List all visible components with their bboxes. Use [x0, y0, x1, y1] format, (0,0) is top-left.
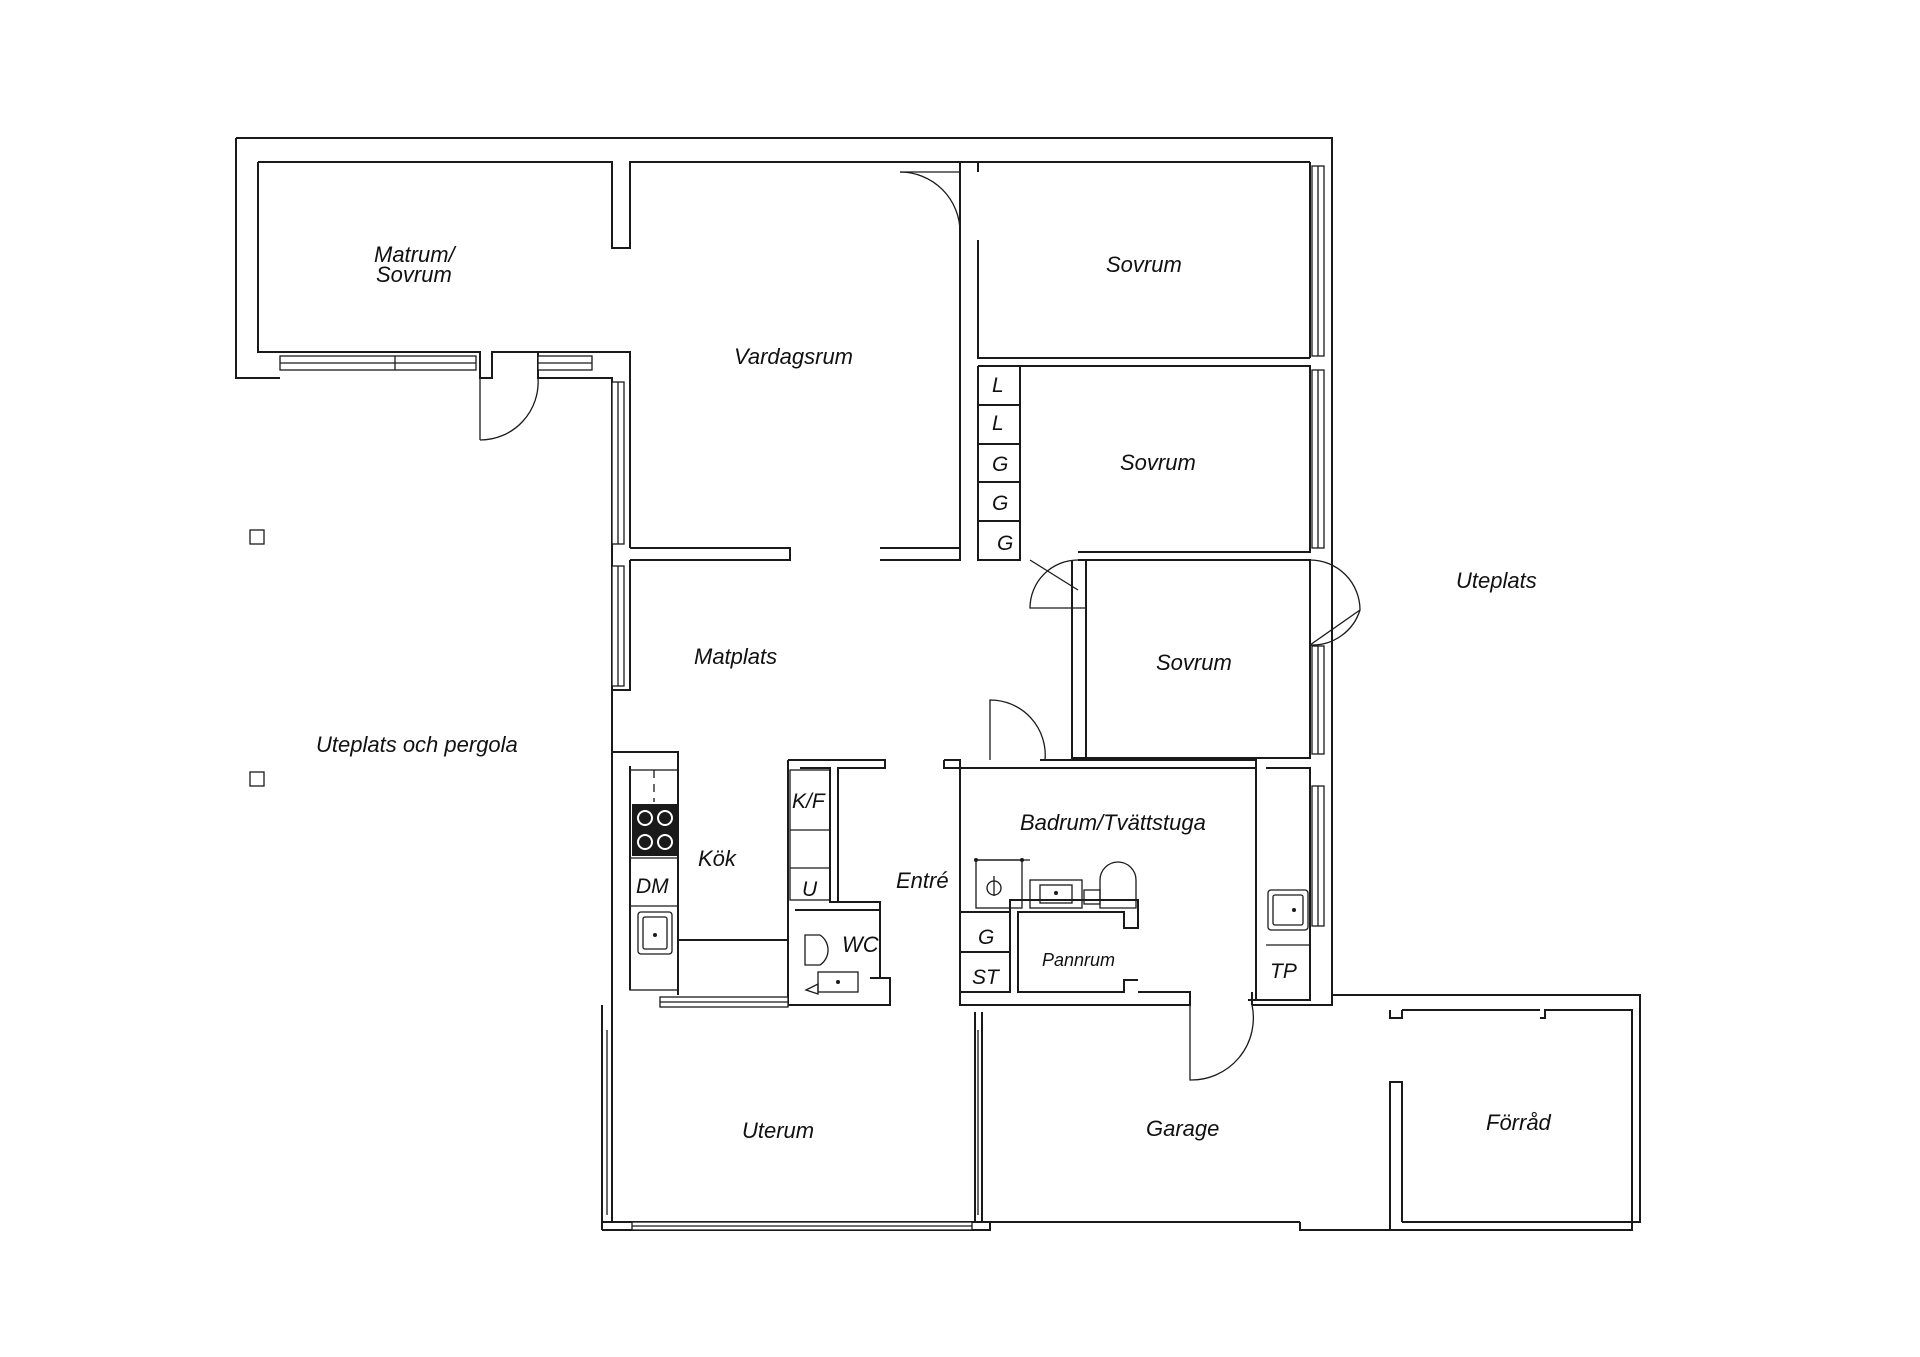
label-garage: Garage: [1146, 1116, 1219, 1141]
door-garage: [1189, 1004, 1255, 1081]
label-uterum: Uterum: [742, 1118, 814, 1143]
label-sovrum-2: Sovrum: [1120, 450, 1196, 475]
label-st: ST: [972, 966, 1001, 989]
windows: [279, 165, 1325, 1231]
label-dm: DM: [636, 875, 669, 898]
fixtures: [249, 529, 1310, 995]
label-closet-l2: L: [992, 412, 1004, 435]
label-vardagsrum: Vardagsrum: [734, 344, 853, 369]
closet-labels: L L G G G K/F U DM G ST TP: [636, 374, 1297, 989]
label-uteplats-pergola: Uteplats och pergola: [316, 732, 518, 757]
label-matplats: Matplats: [694, 644, 777, 669]
bath-sink-icon: [1029, 879, 1083, 909]
label-badrum: Badrum/Tvättstuga: [1020, 810, 1206, 835]
label-pannrum: Pannrum: [1042, 950, 1115, 970]
pergola-post: [249, 529, 265, 545]
door-badrum: [989, 699, 1046, 761]
pergola-post: [249, 771, 265, 787]
label-forrad: Förråd: [1486, 1110, 1552, 1135]
kf-cabinet: [789, 769, 831, 901]
label-sovrum-1: Sovrum: [1106, 252, 1182, 277]
label-tp: TP: [1270, 960, 1297, 983]
label-sovrum-3: Sovrum: [1156, 650, 1232, 675]
door-uteplats: [1309, 559, 1361, 646]
label-closet-g3: G: [997, 532, 1013, 555]
wc-sink-icon: [817, 971, 859, 993]
label-u: U: [802, 878, 818, 901]
room-labels: Matrum/ Sovrum Vardagsrum Sovrum Sovrum …: [316, 242, 1552, 1143]
label-entre: Entré: [896, 868, 949, 893]
kitchen-sink-icon: [637, 911, 673, 955]
doors: [479, 171, 1361, 1081]
label-matrum-1: Matrum/: [374, 242, 457, 267]
tp-sink-icon: [1267, 889, 1309, 931]
walls: [235, 137, 1641, 1231]
door-sovrum-1: [899, 171, 961, 233]
label-closet-g-bath: G: [978, 926, 994, 949]
label-matrum-2: Sovrum: [376, 262, 452, 287]
toilet-icon: [804, 934, 829, 966]
label-closet-g2: G: [992, 492, 1008, 515]
door-matrum: [479, 377, 539, 441]
tap-icon: [1083, 889, 1101, 905]
label-wc: WC: [842, 932, 879, 957]
label-uteplats: Uteplats: [1456, 568, 1537, 593]
bath-toilet-icon: [1099, 861, 1137, 909]
door-sovrum-3: [1029, 559, 1086, 609]
label-closet-l1: L: [992, 374, 1004, 397]
label-closet-g1: G: [992, 453, 1008, 476]
label-kok: Kök: [698, 846, 737, 871]
label-kf: K/F: [792, 790, 826, 813]
stove-icon: [632, 804, 678, 856]
